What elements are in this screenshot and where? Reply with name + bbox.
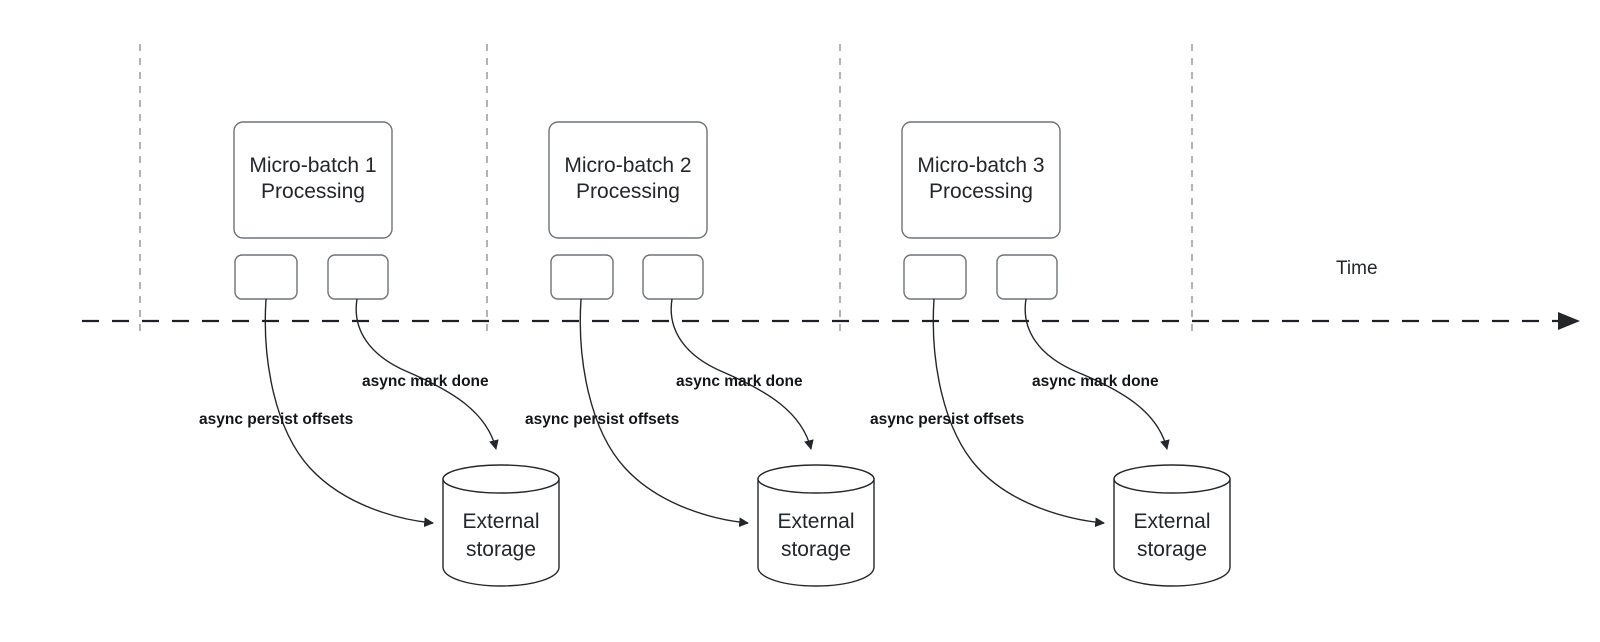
micro-batch-2-box[interactable] [548, 121, 708, 239]
micro-batch-2-external-storage[interactable]: External storage [757, 464, 875, 587]
micro-batch-1-task-box-right[interactable] [327, 254, 389, 300]
micro-batch-2-mark-done-label: async mark done [676, 373, 803, 390]
micro-batch-2-storage-label-line2: storage [781, 538, 851, 561]
micro-batch-2-group: Micro-batch 2 Processing async persist o… [525, 121, 875, 587]
micro-batch-3-group: Micro-batch 3 Processing async persist o… [870, 121, 1231, 587]
micro-batch-3-box[interactable] [901, 121, 1061, 239]
micro-batch-1-mark-done-label: async mark done [362, 373, 489, 390]
micro-batch-2-persist-offsets-label: async persist offsets [525, 411, 679, 428]
micro-batch-2-persist-offsets-arrow [579, 298, 749, 528]
micro-batch-3-persist-offsets-arrow [932, 298, 1105, 528]
micro-batch-3-external-storage[interactable]: External storage [1113, 464, 1231, 587]
micro-batch-2-task-box-left[interactable] [550, 254, 614, 300]
micro-batch-1-external-storage[interactable]: External storage [442, 464, 560, 587]
micro-batch-3-title-line2: Processing [929, 180, 1033, 203]
micro-batch-3-mark-done-label: async mark done [1032, 373, 1159, 390]
micro-batch-2-mark-done-arrow [670, 298, 814, 450]
micro-batch-3-title-line1: Micro-batch 3 [917, 154, 1044, 177]
micro-batch-1-persist-offsets-label: async persist offsets [199, 411, 353, 428]
micro-batch-1-title-line1: Micro-batch 1 [249, 154, 376, 177]
micro-batch-3-task-box-left[interactable] [903, 254, 967, 300]
micro-batch-3-persist-offsets-label: async persist offsets [870, 411, 1024, 428]
time-axis-arrowhead [1558, 312, 1580, 330]
micro-batch-1-storage-label-line1: External [462, 510, 539, 533]
micro-batch-1-task-box-left[interactable] [234, 254, 298, 300]
micro-batch-2-storage-label-line1: External [777, 510, 854, 533]
micro-batch-2-title-line1: Micro-batch 2 [564, 154, 691, 177]
micro-batch-3-mark-done-arrow [1024, 298, 1170, 450]
micro-batch-2-task-box-right[interactable] [642, 254, 704, 300]
micro-batch-2-title-line2: Processing [576, 180, 680, 203]
micro-batch-3-task-box-right[interactable] [996, 254, 1058, 300]
micro-batch-1-box[interactable] [233, 121, 393, 239]
micro-batch-3-storage-label-line2: storage [1137, 538, 1207, 561]
micro-batch-1-title-line2: Processing [261, 180, 365, 203]
micro-batch-1-storage-label-line2: storage [466, 538, 536, 561]
micro-batch-1-persist-offsets-arrow [264, 298, 434, 528]
micro-batch-1-group: Micro-batch 1 Processing async persist o… [199, 121, 560, 587]
time-axis-label: Time [1336, 258, 1378, 279]
micro-batch-3-storage-label-line1: External [1133, 510, 1210, 533]
micro-batch-1-mark-done-arrow [355, 298, 499, 450]
